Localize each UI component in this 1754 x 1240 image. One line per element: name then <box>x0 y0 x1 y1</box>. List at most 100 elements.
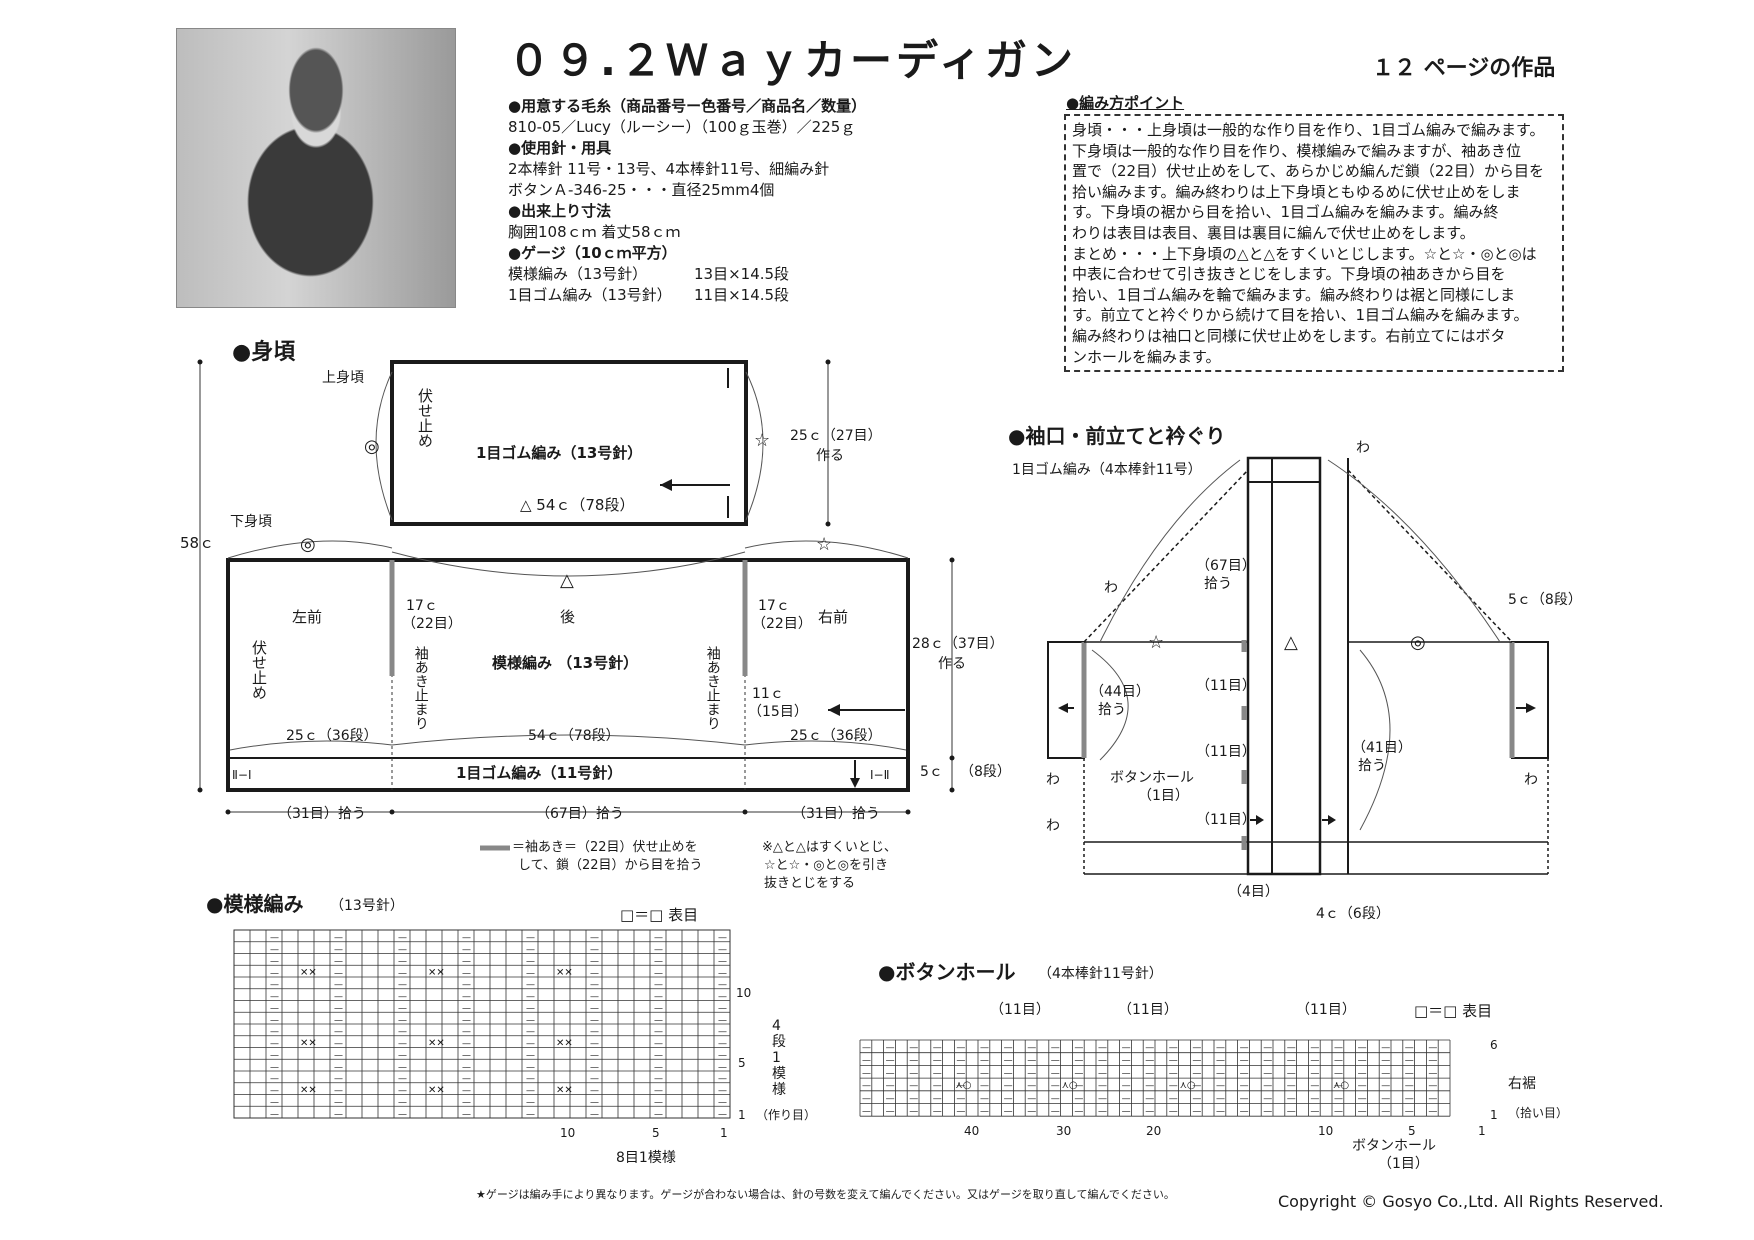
purl-symbol: — <box>654 980 663 990</box>
size-heading: ●出来上り寸法 <box>508 202 612 220</box>
purl-symbol: — <box>1310 1056 1319 1066</box>
upper-height-label: 25ｃ（27目） <box>790 428 882 444</box>
purl-symbol: — <box>1334 1043 1343 1053</box>
purl-symbol: — <box>526 980 535 990</box>
purl-symbol: — <box>1428 1081 1437 1091</box>
upper-pattern-label: 1目ゴム編み（13号針） <box>476 444 643 462</box>
purl-symbol: — <box>956 1068 965 1078</box>
purl-symbol: — <box>718 968 727 978</box>
purl-symbol: — <box>654 1004 663 1014</box>
purl-symbol: — <box>1334 1056 1343 1066</box>
purl-symbol: — <box>718 945 727 955</box>
purl-symbol: — <box>1405 1081 1414 1091</box>
purl-symbol: — <box>1405 1068 1414 1078</box>
pattern-row-number: 5 <box>738 1056 746 1070</box>
purl-symbol: — <box>1263 1068 1272 1078</box>
purl-symbol: — <box>718 1086 727 1096</box>
sleeve-sub: 1目ゴム編み（4本棒針11号） <box>1012 462 1202 478</box>
pattern-col-number: 5 <box>652 1126 660 1140</box>
pattern-title: ０９.２Ｗａｙカーディガン <box>508 36 1078 85</box>
purl-symbol: — <box>462 1027 471 1037</box>
purl-symbol: — <box>590 1015 599 1025</box>
purl-symbol: — <box>654 1098 663 1108</box>
width-mid-label: 54ｃ（78段） <box>528 728 620 744</box>
rib-mark-right: Ⅰ−Ⅱ <box>870 768 890 782</box>
purl-symbol: — <box>1405 1043 1414 1053</box>
pattern-chart-heading: ●模様編み <box>206 892 304 916</box>
purl-symbol: — <box>1358 1056 1367 1066</box>
purl-symbol: — <box>334 1027 343 1037</box>
points-line: 置で（22目）伏せ止めをして、あらかじめ編んだ鎖（22目）から目を <box>1072 162 1544 181</box>
purl-symbol: — <box>886 1056 895 1066</box>
purl-symbol: — <box>654 933 663 943</box>
purl-symbol: — <box>1169 1107 1178 1117</box>
purl-symbol: — <box>718 1098 727 1108</box>
size-value: 胸囲108ｃｍ 着丈58ｃｍ <box>508 223 681 241</box>
purl-symbol: — <box>462 1086 471 1096</box>
purl-symbol: — <box>1381 1107 1390 1117</box>
purl-symbol: — <box>334 1109 343 1119</box>
sleeve-heading: ●袖口・前立てと衿ぐり <box>1008 424 1226 448</box>
points-line: 身頃・・・上身頃は一般的な作り目を作り、1目ゴム編みで編みます。 <box>1072 121 1545 139</box>
purl-symbol: — <box>590 1051 599 1061</box>
purl-symbol: — <box>862 1043 871 1053</box>
purl-symbol: — <box>862 1107 871 1117</box>
purl-symbol: — <box>1027 1107 1036 1117</box>
purl-symbol: — <box>398 968 407 978</box>
purl-symbol: — <box>1074 1056 1083 1066</box>
purl-symbol: — <box>334 1098 343 1108</box>
purl-symbol: — <box>270 1051 279 1061</box>
purl-symbol: — <box>270 1027 279 1037</box>
right-hem-label: 右裾 <box>1508 1076 1536 1092</box>
points-line: 下身頃は一般的な作り目を作り、模様編みで編みますが、袖あき位 <box>1072 141 1522 160</box>
points-line: わりは表目は表目、裏目は裏目に編んで伏せ止めをします。 <box>1072 223 1475 242</box>
purl-symbol: — <box>1334 1068 1343 1078</box>
purl-symbol: — <box>526 1062 535 1072</box>
purl-symbol: — <box>1263 1094 1272 1104</box>
purl-symbol: — <box>933 1107 942 1117</box>
pattern-col-number: 10 <box>560 1126 576 1140</box>
left-front-label: 左前 <box>292 608 323 626</box>
points-line: す。前立てと衿ぐりから続けて目を拾い、1目ゴム編みを編みます。 <box>1072 306 1529 325</box>
rib-mark-left: Ⅱ−Ⅰ <box>232 768 252 782</box>
bh-col-number: 40 <box>964 1124 980 1138</box>
purl-symbol: — <box>590 1098 599 1108</box>
purl-symbol: — <box>956 1043 965 1053</box>
purl-symbol: — <box>526 1051 535 1061</box>
purl-symbol: — <box>654 968 663 978</box>
eleven-sts-label: （11目） <box>1196 678 1256 694</box>
points-heading: ●編み方ポイント <box>1066 94 1185 112</box>
purl-symbol: — <box>270 945 279 955</box>
buttonhole-chart-needle: （4本棒針11号針） <box>1038 966 1163 982</box>
purl-symbol: — <box>526 945 535 955</box>
side-15-label: （15目） <box>748 704 808 720</box>
purl-symbol: — <box>1004 1043 1013 1053</box>
buttonhole-symbol: ⋏○ <box>1333 1080 1349 1091</box>
purl-symbol: — <box>1216 1068 1225 1078</box>
purl-symbol: — <box>1263 1107 1272 1117</box>
purl-symbol: — <box>270 957 279 967</box>
purl-symbol: — <box>654 1086 663 1096</box>
purl-symbol: — <box>270 1074 279 1084</box>
purl-symbol: — <box>1027 1056 1036 1066</box>
purl-symbol: — <box>1263 1043 1272 1053</box>
gauge-heading: ●ゲージ（10ｃｍ平方） <box>508 244 677 262</box>
upper-bindoff-label: 伏せ止め <box>416 388 434 448</box>
purl-symbol: — <box>718 933 727 943</box>
purl-symbol: — <box>1287 1056 1296 1066</box>
purl-symbol: — <box>980 1094 989 1104</box>
cable-symbol: ✕✕ <box>428 1085 445 1096</box>
total-height-label: 58ｃ <box>180 534 215 552</box>
purl-symbol: — <box>1240 1056 1249 1066</box>
purl-symbol: — <box>398 1051 407 1061</box>
armhole-stop-right: 袖あき止まり <box>704 646 721 730</box>
purl-symbol: — <box>1004 1056 1013 1066</box>
armhole-note-line: して、鎖（22目）から目を拾う <box>518 858 703 873</box>
purl-symbol: — <box>526 968 535 978</box>
pick44-sub: 拾う <box>1098 702 1126 718</box>
tools-line: 2本棒針 11号・13号、4本棒針11号、細編み針 <box>508 160 830 178</box>
purl-symbol: — <box>1310 1094 1319 1104</box>
purl-symbol: — <box>526 1109 535 1119</box>
bh-row-number: 1 <box>1490 1108 1498 1122</box>
